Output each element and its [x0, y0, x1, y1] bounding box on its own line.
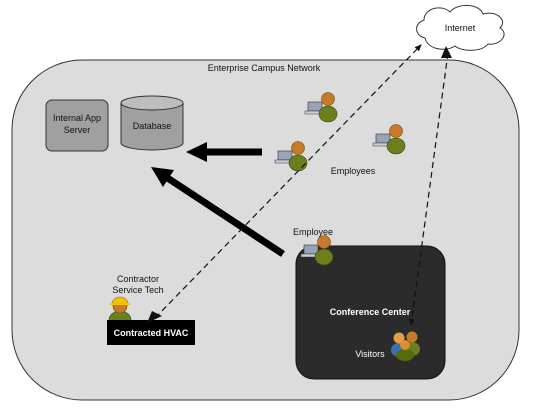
server-icon: [45, 99, 109, 152]
hvac-label: Contracted HVAC: [114, 328, 189, 338]
group-icon: [391, 331, 420, 361]
arrow-conference-to-server: [151, 167, 285, 257]
database-label: Database: [133, 121, 172, 131]
app-server-label-line1: Internal App: [53, 113, 101, 123]
conference-center-label: Conference Center: [330, 307, 411, 317]
cloud-icon: [416, 5, 505, 51]
internet-label: Internet: [445, 23, 476, 33]
employee-label: Employee: [293, 227, 333, 237]
campus-network-label: Enterprise Campus Network: [208, 63, 321, 73]
dashed-flow-internet-to-visitors: [408, 46, 452, 326]
database-icon: [120, 95, 184, 151]
app-server-label-line2: Server: [64, 125, 91, 135]
dashed-flow-hvac-to-internet: [147, 44, 422, 323]
visitors-label: Visitors: [355, 349, 385, 359]
employees-label: Employees: [331, 166, 376, 176]
hvac-box: [107, 320, 195, 345]
contractor-label-line2: Service Tech: [112, 285, 163, 295]
contractor-label-line1: Contractor: [117, 274, 159, 284]
arrow-employees-to-database: [186, 142, 262, 162]
